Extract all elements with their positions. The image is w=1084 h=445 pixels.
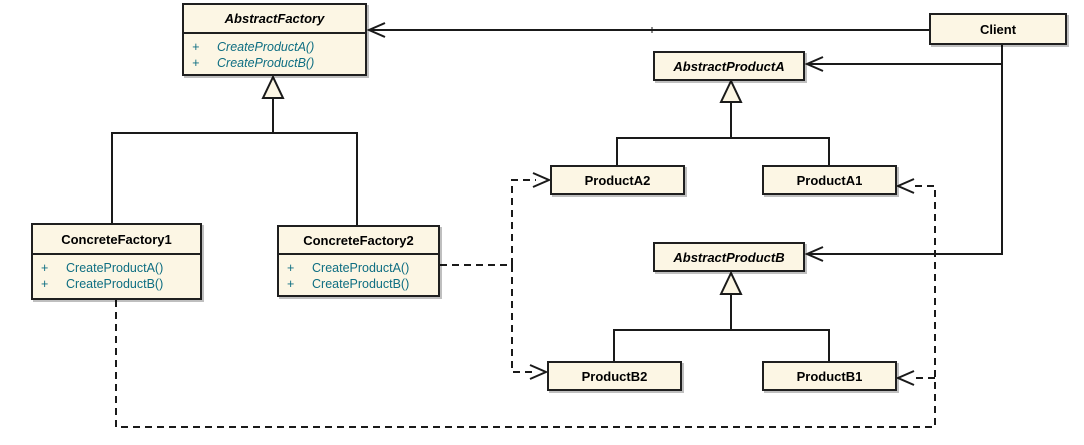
method-signature: CreateProductA()	[312, 261, 410, 275]
method-signature: CreateProductB()	[217, 56, 315, 70]
class-abstractproductb[interactable]: AbstractProductB	[653, 242, 805, 272]
class-client[interactable]: Client	[929, 13, 1067, 45]
class-title: ProductB1	[796, 368, 863, 384]
method-row[interactable]: + CreateProductB()	[41, 276, 196, 292]
generalization-triangle-icon	[719, 78, 743, 103]
generalization-triangle-icon	[719, 270, 743, 295]
association-client-abstractproductb	[804, 64, 1003, 262]
method-signature: CreateProductA()	[217, 40, 315, 54]
class-title: ProductA2	[584, 172, 651, 188]
class-title: AbstractProductB	[673, 249, 785, 265]
method-visibility: +	[41, 261, 49, 275]
dependency-cf2-products	[440, 179, 536, 373]
association-client-abstractproducta	[804, 45, 1003, 72]
method-signature: CreateProductB()	[312, 277, 410, 291]
class-methods: + CreateProductA() + CreateProductB()	[279, 253, 438, 295]
method-row[interactable]: + CreateProductB()	[287, 276, 434, 292]
open-arrowhead-icon	[895, 178, 915, 194]
class-title: Client	[979, 21, 1017, 37]
method-row[interactable]: + CreateProductB()	[192, 55, 361, 71]
open-arrowhead-icon	[529, 364, 549, 380]
class-concretefactory1[interactable]: ConcreteFactory1 + CreateProductA() + Crea…	[31, 223, 202, 300]
class-abstractproducta[interactable]: AbstractProductA	[653, 51, 805, 81]
class-title: ConcreteFactory2	[303, 232, 414, 248]
method-row[interactable]: + CreateProductA()	[287, 260, 434, 276]
open-arrowhead-icon	[532, 172, 552, 188]
method-signature: CreateProductA()	[66, 261, 164, 275]
class-title: ProductA1	[796, 172, 863, 188]
class-producta2[interactable]: ProductA2	[550, 165, 685, 195]
generalization-triangle-icon	[261, 74, 285, 99]
class-methods: + CreateProductA() + CreateProductB()	[33, 253, 200, 298]
method-visibility: +	[192, 40, 200, 54]
class-title: ProductB2	[581, 368, 648, 384]
method-signature: CreateProductB()	[66, 277, 164, 291]
class-title: AbstractFactory	[224, 11, 325, 26]
method-row[interactable]: + CreateProductA()	[192, 39, 361, 55]
class-concretefactory2[interactable]: ConcreteFactory2 + CreateProductA() + Crea…	[277, 225, 440, 297]
method-row[interactable]: + CreateProductA()	[41, 260, 196, 276]
association-client-abstractfactory	[366, 22, 929, 38]
class-abstractfactory[interactable]: AbstractFactory + CreateProductA() + Creat…	[182, 3, 367, 76]
generalization-product-a-tree	[616, 78, 830, 165]
dependency-cf1-products	[115, 185, 936, 428]
method-visibility: +	[41, 277, 49, 291]
class-title: ConcreteFactory1	[61, 231, 172, 247]
method-visibility: +	[287, 277, 295, 291]
class-methods: + CreateProductA() + CreateProductB()	[184, 32, 365, 74]
open-arrowhead-icon	[895, 370, 915, 386]
class-productb1[interactable]: ProductB1	[762, 361, 897, 391]
generalization-product-b-tree	[613, 270, 830, 361]
class-title: AbstractProductA	[673, 58, 785, 74]
class-productb2[interactable]: ProductB2	[547, 361, 682, 391]
class-producta1[interactable]: ProductA1	[762, 165, 897, 195]
open-arrowhead-icon	[804, 56, 824, 72]
open-arrowhead-icon	[366, 22, 386, 38]
generalization-factories-tree	[111, 74, 358, 225]
method-visibility: +	[192, 56, 200, 70]
method-visibility: +	[287, 261, 295, 275]
open-arrowhead-icon	[804, 246, 824, 262]
